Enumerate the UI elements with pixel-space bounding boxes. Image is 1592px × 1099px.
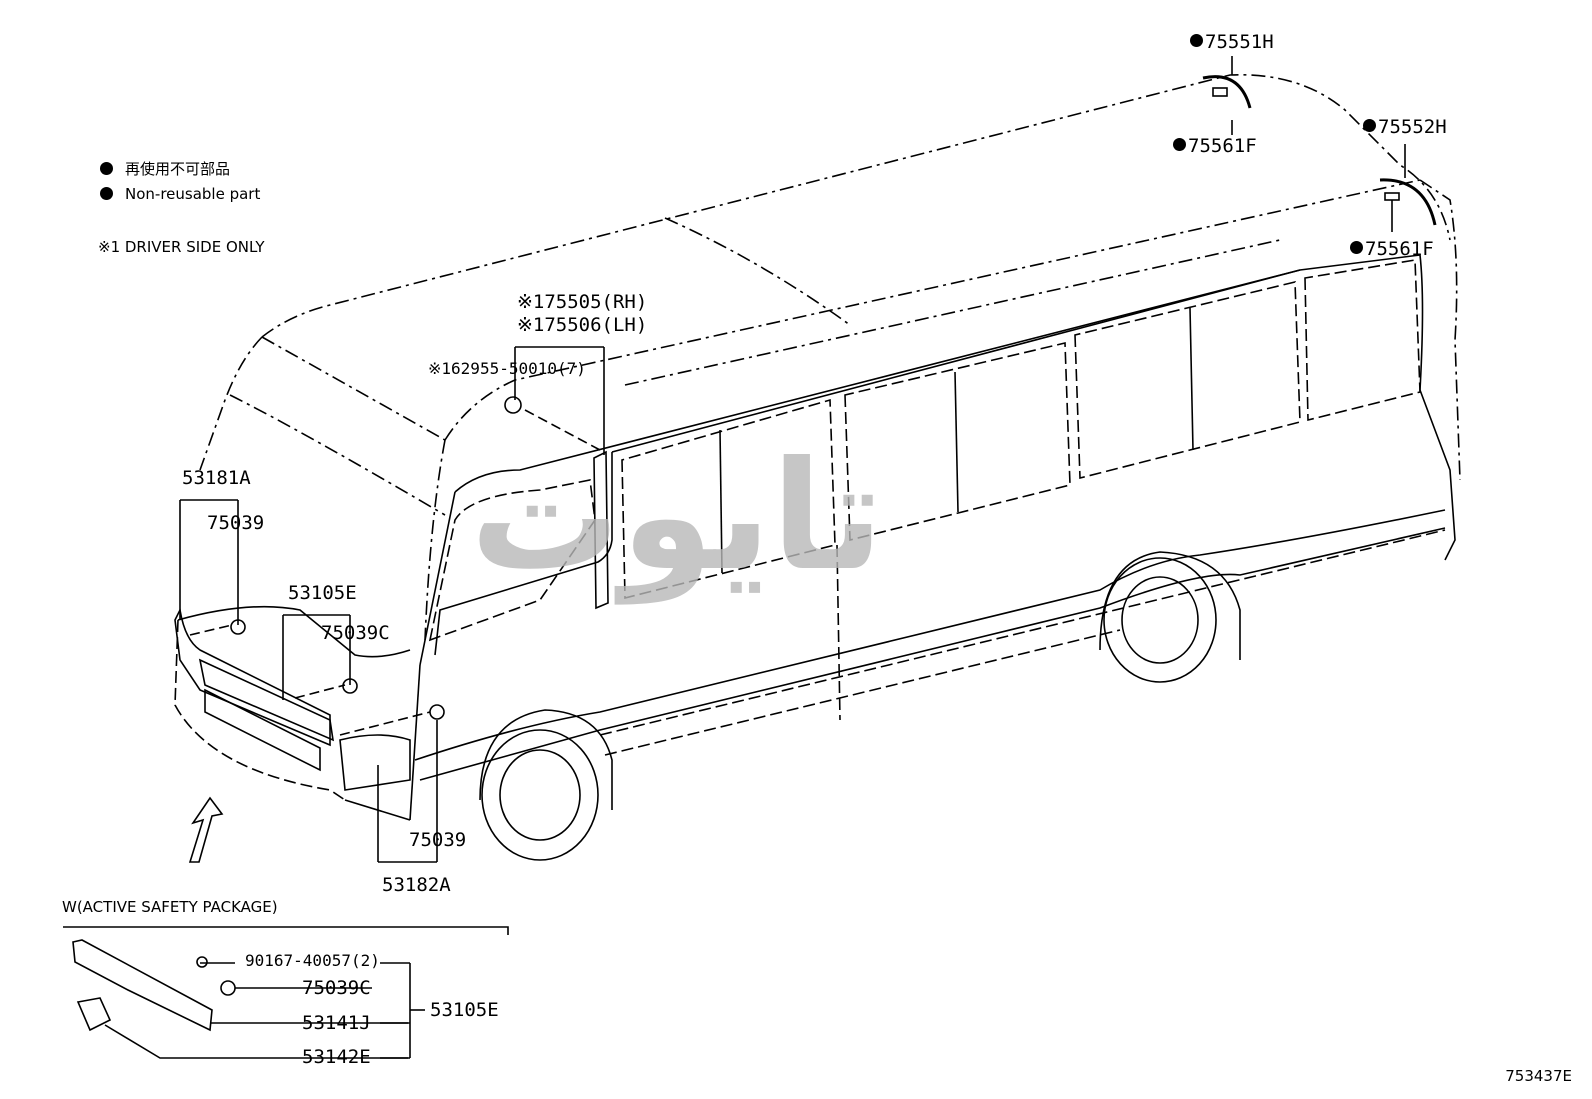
body-side xyxy=(174,239,1456,861)
label-75039-bottom: 75039 xyxy=(409,829,467,851)
bullet-icon xyxy=(100,187,113,200)
corner-cover xyxy=(339,734,411,791)
dash-leaders xyxy=(189,409,601,736)
label-53105E: 53105E xyxy=(288,582,357,604)
label-53181A: 53181A xyxy=(182,467,251,489)
inset-cover-label: 53141J xyxy=(302,1012,371,1034)
label-75505-rh: ※175505(RH) xyxy=(517,291,648,313)
label-75039-left: 75039 xyxy=(207,512,265,534)
inset-drawing xyxy=(63,926,509,1059)
front-bumper-upper xyxy=(174,607,331,747)
document-id: 753437E xyxy=(1505,1067,1572,1085)
inset-title: W(ACTIVE SAFETY PACKAGE) xyxy=(62,898,278,916)
inset-assembly-label: 53105E xyxy=(430,999,499,1021)
side-moulding xyxy=(593,450,609,610)
label-75551H: 75551H xyxy=(1190,32,1274,52)
clip-icons xyxy=(230,75,1437,720)
label-62955: ※162955-50010(7) xyxy=(428,359,586,378)
rear-wheel xyxy=(1103,557,1217,683)
legend-en: Non-reusable part xyxy=(100,185,260,203)
non-reusable-icon xyxy=(1190,34,1203,47)
label-75506-lh: ※175506(LH) xyxy=(517,314,648,336)
legend: 再使用不可部品 Non-reusable part xyxy=(100,160,260,203)
label-75552H: 75552H xyxy=(1363,117,1447,137)
watermark: تایوت xyxy=(470,430,884,604)
driver-side-note: ※1 DRIVER SIDE ONLY xyxy=(98,238,265,256)
leader-lines xyxy=(179,56,1406,863)
bullet-icon xyxy=(100,162,113,175)
non-reusable-icon xyxy=(1173,138,1186,151)
legend-jp: 再使用不可部品 xyxy=(100,160,260,178)
label-75561F-top: 75561F xyxy=(1173,136,1257,156)
non-reusable-icon xyxy=(1350,241,1363,254)
inset-screw-label: 90167-40057(2) xyxy=(245,951,380,970)
non-reusable-icon xyxy=(1363,119,1376,132)
inset-clip-label: 75039C xyxy=(302,977,371,999)
label-75039C: 75039C xyxy=(321,622,390,644)
view-arrow xyxy=(188,796,224,863)
front-wheel xyxy=(481,729,599,861)
inset-cover2-label: 53142E xyxy=(302,1046,371,1068)
label-53182A: 53182A xyxy=(382,874,451,896)
label-75561F-right: 75561F xyxy=(1350,239,1434,259)
roof-outline xyxy=(199,73,1461,641)
